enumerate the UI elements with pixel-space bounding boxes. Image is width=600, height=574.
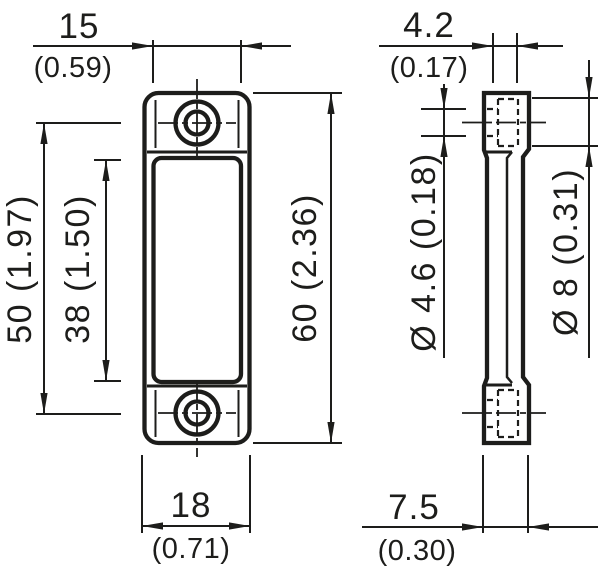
dim-hole-pitch: 50 (1.97) (1, 122, 121, 415)
arrowhead-up (585, 146, 593, 167)
dim-value: 60 (2.36) (286, 193, 324, 343)
arrowhead-down (40, 393, 48, 414)
dim-counterbore-diameter: Ø 8 (0.31) (532, 60, 598, 358)
arrowhead-up (102, 160, 110, 181)
dim-overall-height: 60 (2.36) (253, 92, 342, 444)
arrowhead-up (440, 136, 448, 157)
dim-value: Ø 4.6 (0.18) (405, 152, 443, 351)
dim-value-inch: (0.71) (152, 533, 231, 565)
arrowhead-down (585, 77, 593, 98)
arrowhead-up (327, 93, 335, 114)
dim-value: 38 (1.50) (59, 194, 97, 344)
arrowhead-down (327, 422, 335, 443)
dim-value-mm: 7.5 (388, 488, 440, 527)
dim-value-inch: (0.30) (378, 535, 457, 567)
dim-value: Ø 8 (0.31) (547, 168, 585, 336)
dim-counterbore-depth: 4.2 (0.17) (379, 6, 563, 84)
mounting-hole-top (158, 79, 236, 156)
arrowhead-left (142, 522, 163, 530)
dim-value-inch: (0.59) (34, 52, 113, 84)
side-panel-face-line (505, 151, 513, 384)
dim-value-mm: 18 (171, 486, 212, 525)
dim-overall-width: 18 (0.71) (141, 455, 251, 565)
hidden-hole-bottom (462, 388, 546, 439)
dim-value: 50 (1.97) (1, 194, 39, 344)
arrowhead-down (440, 88, 448, 109)
arrowhead-right (229, 522, 250, 530)
side-view (462, 90, 546, 446)
dim-reflector-width: 15 (0.59) (33, 7, 291, 84)
arrowhead-right (462, 523, 483, 531)
hidden-hole-top (462, 97, 546, 148)
arrowhead-left (517, 42, 538, 50)
dim-value-mm: 15 (59, 7, 100, 46)
arrowhead-left (528, 523, 549, 531)
arrowhead-right (132, 42, 153, 50)
dim-value-mm: 4.2 (403, 6, 455, 45)
front-view (142, 79, 252, 457)
arrowhead-down (102, 360, 110, 381)
arrowhead-left (241, 42, 262, 50)
dim-overall-depth: 7.5 (0.30) (362, 455, 598, 567)
dim-reflector-height: 38 (1.50) (59, 159, 121, 382)
mounting-hole-bottom (158, 380, 236, 457)
arrowhead-up (40, 123, 48, 144)
dim-value-inch: (0.17) (390, 52, 469, 84)
dim-hole-diameter: Ø 4.6 (0.18) (405, 84, 466, 358)
arrowhead-right (472, 42, 493, 50)
